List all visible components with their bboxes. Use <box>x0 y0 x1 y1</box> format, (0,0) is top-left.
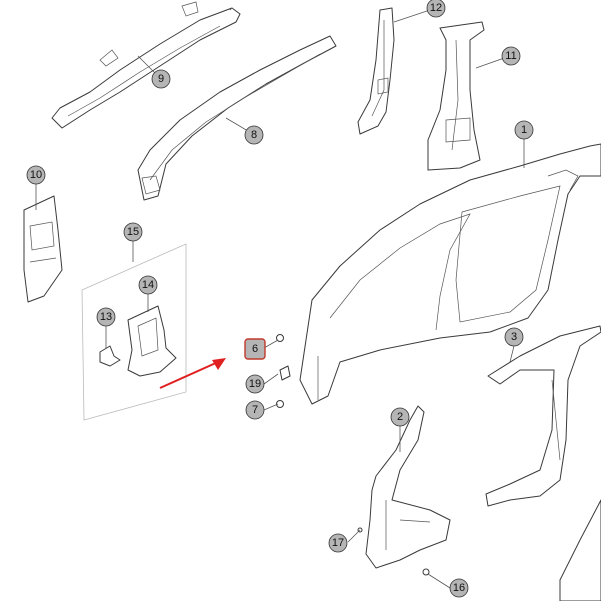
fastener-16[interactable] <box>422 568 430 576</box>
part-8-side-rail[interactable] <box>137 35 337 201</box>
callout-6-highlighted[interactable]: 6 <box>244 338 266 360</box>
part-3-rear-pillar[interactable] <box>485 325 601 507</box>
part-2-front-pillar[interactable] <box>365 405 451 569</box>
fastener-7[interactable] <box>276 400 284 408</box>
part-partial-lower-right[interactable] <box>559 499 601 601</box>
callout-11-label: 11 <box>505 50 516 62</box>
callout-15-label: 15 <box>127 226 139 238</box>
callout-17[interactable]: 17 <box>328 533 348 553</box>
callout-14[interactable]: 14 <box>138 275 158 295</box>
part-14-reinforcement[interactable] <box>127 305 177 377</box>
callout-9[interactable]: 9 <box>151 69 171 89</box>
callout-10-label: 10 <box>30 169 42 181</box>
callout-3-label: 3 <box>511 331 517 343</box>
callout-15[interactable]: 15 <box>123 222 143 242</box>
callout-7-label: 7 <box>252 404 258 416</box>
callout-16[interactable]: 16 <box>449 578 469 598</box>
callout-11[interactable]: 11 <box>501 46 521 66</box>
callout-12[interactable]: 12 <box>426 0 446 18</box>
callout-2-label: 2 <box>397 411 403 423</box>
callout-6-label: 6 <box>252 343 258 355</box>
callout-13[interactable]: 13 <box>96 307 116 327</box>
callout-1-label: 1 <box>521 124 527 136</box>
part-11-pillar-inner[interactable] <box>427 21 485 171</box>
callout-19[interactable]: 19 <box>245 374 265 394</box>
callout-16-label: 16 <box>453 582 465 594</box>
part-1-side-outer-panel[interactable] <box>299 143 601 405</box>
arrow-icon <box>159 358 226 389</box>
part-9-roof-rail[interactable] <box>51 1 241 129</box>
part-12-pillar[interactable] <box>357 7 395 135</box>
callout-9-label: 9 <box>158 73 164 85</box>
group-15-box <box>81 243 187 421</box>
callout-8-label: 8 <box>251 129 257 141</box>
callout-7[interactable]: 7 <box>245 400 265 420</box>
callout-13-label: 13 <box>100 311 112 323</box>
callout-17-label: 17 <box>332 537 344 549</box>
leader-lines <box>35 7 525 589</box>
callout-10[interactable]: 10 <box>26 165 46 185</box>
part-13-small-bracket[interactable] <box>99 345 121 367</box>
part-10-bracket[interactable] <box>23 195 63 303</box>
callout-19-label: 19 <box>249 378 261 390</box>
callout-14-label: 14 <box>142 279 154 291</box>
fastener-19[interactable] <box>279 365 291 381</box>
callout-12-label: 12 <box>430 2 442 14</box>
callout-1[interactable]: 1 <box>514 120 534 140</box>
callout-2[interactable]: 2 <box>390 407 410 427</box>
callout-3[interactable]: 3 <box>504 327 524 347</box>
fastener-6[interactable] <box>276 334 284 342</box>
callout-8[interactable]: 8 <box>244 125 264 145</box>
